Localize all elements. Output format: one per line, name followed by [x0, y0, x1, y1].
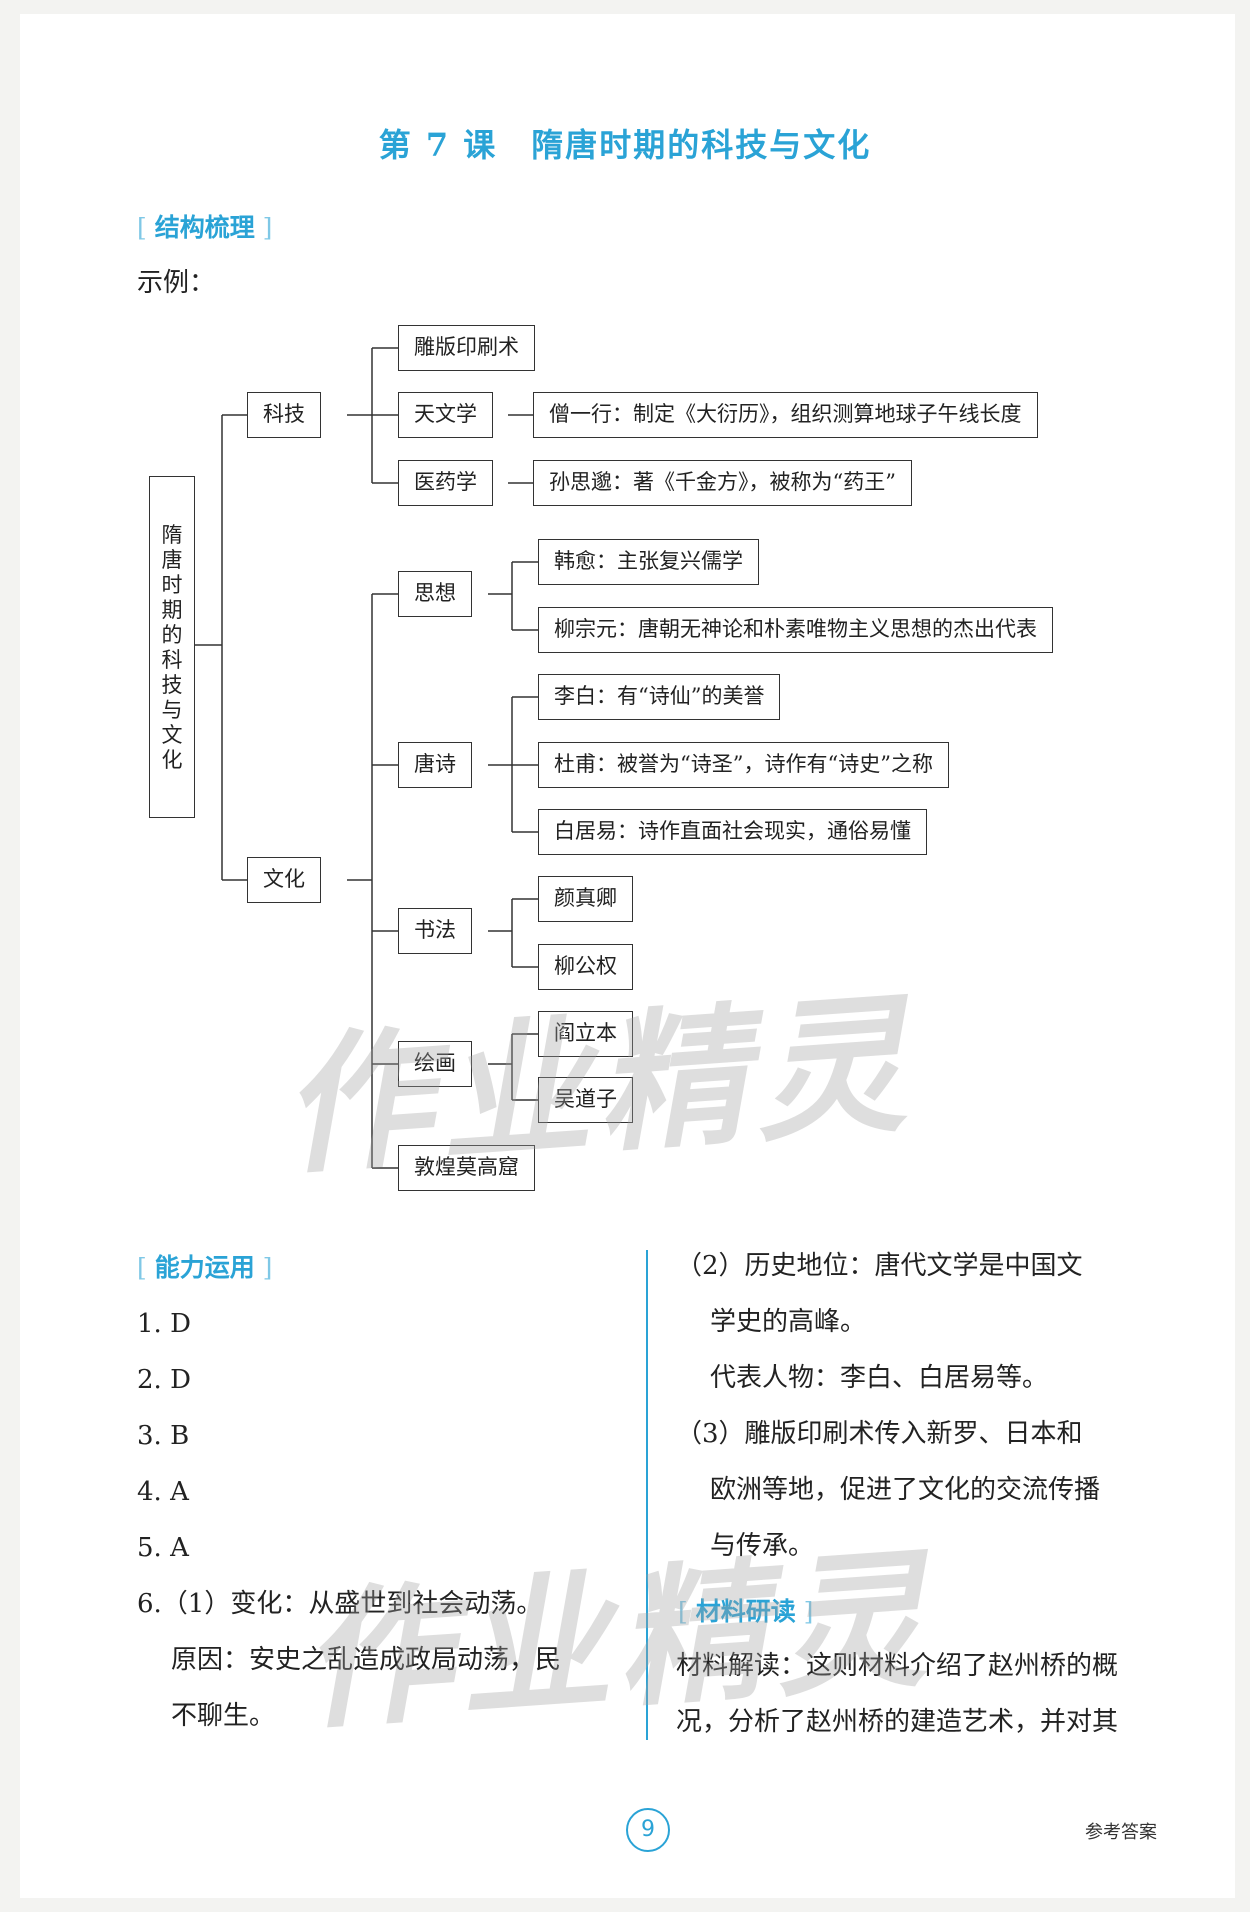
- node-tianwen: 天文学: [398, 392, 493, 438]
- node-huihua: 绘画: [398, 1041, 472, 1087]
- mindmap-root-char: 化: [161, 748, 183, 772]
- mindmap-root-char: 技: [161, 673, 183, 697]
- column-divider: [646, 1250, 648, 1740]
- answer-3: 3. B: [137, 1421, 190, 1451]
- right-line-2: 学史的高峰。: [710, 1307, 867, 1337]
- node-shufa: 书法: [398, 908, 472, 954]
- right-line-4: （3）雕版印刷术传入新罗、日本和: [676, 1419, 1083, 1449]
- right-line-5: 欧洲等地，促进了文化的交流传播: [710, 1475, 1101, 1505]
- mindmap-root-char: 期: [161, 598, 183, 622]
- node-diaoban: 雕版印刷术: [398, 325, 535, 371]
- node-dunhuang: 敦煌莫高窟: [398, 1145, 535, 1191]
- right-line-1: （2）历史地位：唐代文学是中国文: [676, 1251, 1083, 1281]
- node-baijuyi: 白居易：诗作直面社会现实，通俗易懂: [538, 809, 927, 855]
- watermark-lower: 作业精灵: [295, 1533, 939, 1751]
- mindmap-root-char: 隋: [161, 523, 183, 547]
- node-libai: 李白：有“诗仙”的美誉: [538, 674, 781, 720]
- node-wudaozi: 吴道子: [538, 1077, 633, 1123]
- section-material: [ 材料研读 ]: [678, 1597, 814, 1626]
- answer-list: 1. D 2. D 3. B 4. A 5. A 6.（1）变化：从盛世到社会动…: [137, 1296, 561, 1744]
- mindmap-root-char: 的: [161, 623, 183, 647]
- mindmap-root-char: 文: [161, 723, 183, 747]
- section-structure-label: 结构梳理: [154, 213, 255, 242]
- node-sixiang: 思想: [398, 571, 472, 617]
- answer-1: 1. D: [137, 1309, 191, 1339]
- mindmap-root-char: 与: [161, 698, 183, 722]
- right-line-6: 与传承。: [710, 1531, 815, 1561]
- node-yiyao: 医药学: [398, 460, 493, 506]
- mindmap-connectors: [195, 347, 538, 1169]
- page-number: 9: [626, 1808, 670, 1852]
- example-label: 示例：: [137, 268, 216, 298]
- node-hanyu: 韩愈：主张复兴儒学: [538, 539, 759, 585]
- section-ability-label: 能力运用: [154, 1253, 255, 1282]
- mindmap-root-char: 唐: [161, 548, 183, 572]
- right-line-3: 代表人物：李白、白居易等。: [710, 1363, 1049, 1393]
- answer-4: 4. A: [137, 1477, 189, 1507]
- node-yanzhenqing: 颜真卿: [538, 876, 633, 922]
- answer-6-line3: 不聊生。: [171, 1701, 276, 1731]
- section-structure: [ 结构梳理 ]: [137, 213, 273, 242]
- node-wenhua: 文化: [247, 857, 321, 903]
- node-liuzongyuan: 柳宗元：唐朝无神论和朴素唯物主义思想的杰出代表: [538, 607, 1053, 653]
- node-keji: 科技: [247, 392, 321, 438]
- node-yanliben: 阎立本: [538, 1011, 633, 1057]
- node-tangshi: 唐诗: [398, 742, 472, 788]
- watermark-upper: 作业精灵: [275, 978, 919, 1196]
- node-liugongquan: 柳公权: [538, 944, 633, 990]
- right-column: （2）历史地位：唐代文学是中国文 学史的高峰。 代表人物：李白、白居易等。 （3…: [676, 1238, 1100, 1574]
- mindmap-root-text: 隋唐时期的科技与文化: [150, 523, 194, 773]
- answer-6-line2: 原因：安史之乱造成政局动荡，民: [171, 1645, 562, 1675]
- answer-5: 5. A: [137, 1533, 189, 1563]
- footer-label: 参考答案: [1085, 1822, 1157, 1843]
- page-title: 第 7 课 隋唐时期的科技与文化: [378, 126, 872, 164]
- node-tianwen-detail: 僧一行：制定《大衍历》，组织测算地球子午线长度: [533, 392, 1038, 438]
- answer-6-line1: 6.（1）变化：从盛世到社会动荡。: [137, 1589, 543, 1619]
- answer-2: 2. D: [137, 1365, 191, 1395]
- section-ability: [ 能力运用 ]: [137, 1253, 273, 1282]
- mindmap-root-char: 科: [161, 648, 183, 672]
- section-material-label: 材料研读: [695, 1597, 796, 1626]
- mindmap-root: 隋唐时期的科技与文化: [149, 476, 195, 818]
- mindmap-root-char: 时: [161, 573, 183, 597]
- material-line-1: 材料解读：这则材料介绍了赵州桥的概: [676, 1651, 1119, 1681]
- material-line-2: 况，分析了赵州桥的建造艺术，并对其: [676, 1707, 1119, 1737]
- material-text: 材料解读：这则材料介绍了赵州桥的概 况，分析了赵州桥的建造艺术，并对其: [676, 1638, 1118, 1750]
- node-dufu: 杜甫：被誉为“诗圣”，诗作有“诗史”之称: [538, 742, 949, 788]
- node-yiyao-detail: 孙思邈：著《千金方》，被称为“药王”: [533, 460, 912, 506]
